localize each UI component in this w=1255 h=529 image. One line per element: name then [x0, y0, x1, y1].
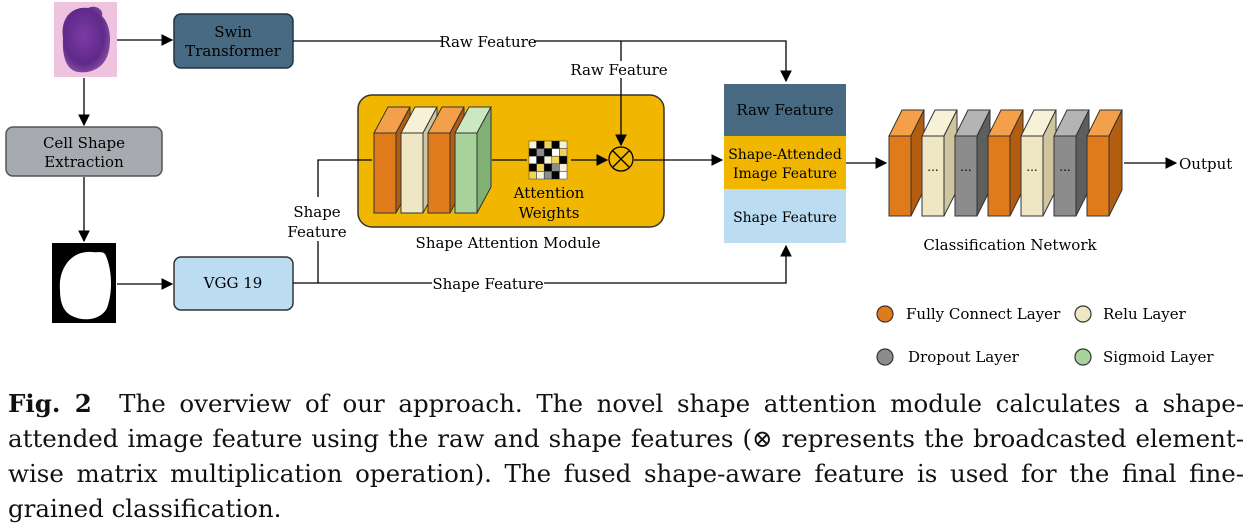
- legend-relu: Relu Layer: [1074, 305, 1187, 323]
- attention-cell: [559, 171, 568, 180]
- attention-cell: [559, 148, 568, 157]
- classifier-fc-layer-7: [1086, 109, 1123, 217]
- attention-weights-grid: [528, 140, 568, 180]
- attention-cell: [559, 155, 568, 165]
- layer-dots: ...: [960, 160, 971, 174]
- edge-label-shape-feature-side-2: Feature: [287, 223, 346, 241]
- figure-caption: Fig. 2 The overview of our approach. The…: [8, 386, 1244, 526]
- attention-cell: [551, 163, 560, 172]
- classification-network-label: Classification Network: [923, 236, 1097, 254]
- cell-shape-extraction-box: Cell Shape Extraction: [5, 126, 163, 177]
- legend-sigmoid-swatch: [1074, 348, 1092, 366]
- attention-cell: [528, 155, 537, 165]
- attention-cell: [528, 163, 537, 172]
- figure-number: Fig. 2: [8, 389, 92, 418]
- attention-cell: [536, 140, 545, 149]
- legend-relu-label: Relu Layer: [1103, 305, 1187, 323]
- attention-cell: [551, 155, 560, 165]
- attention-cell: [543, 140, 553, 149]
- cell-image: [54, 2, 117, 77]
- classifier-relu-layer-2: ...: [921, 109, 958, 217]
- output-label: Output: [1179, 155, 1232, 173]
- stack-raw-feature: Raw Feature: [736, 101, 833, 119]
- sam-label: Shape Attention Module: [416, 234, 601, 252]
- caption-text: The overview of our approach. The novel …: [8, 389, 1244, 523]
- legend-fc: Fully Connect Layer: [876, 305, 1061, 323]
- shape-mask-image: [52, 243, 116, 323]
- edge-shape-branch-to-sam: [317, 159, 372, 197]
- attention-weights-label: Attention: [513, 184, 585, 202]
- attention-cell: [551, 140, 560, 149]
- attention-cell: [528, 140, 537, 149]
- svg-text:Swin: Swin: [214, 23, 252, 41]
- attention-cell: [551, 148, 560, 157]
- edge-raw-to-stack: [534, 40, 792, 83]
- legend-sigmoid: Sigmoid Layer: [1074, 348, 1214, 366]
- attention-cell: [559, 163, 568, 172]
- attention-cell: [536, 148, 545, 157]
- layer-dots: ...: [1026, 160, 1037, 174]
- edge-label-shape-feature-bottom: Shape Feature: [432, 275, 543, 293]
- attention-cell: [536, 171, 545, 180]
- attention-weights-label-2: Weights: [519, 204, 580, 222]
- edges: [78, 34, 1178, 290]
- legend-dropout: Dropout Layer: [876, 348, 1020, 366]
- attention-cell: [536, 163, 545, 172]
- legend-fc-swatch: [876, 305, 894, 323]
- layer-dots: ...: [927, 160, 938, 174]
- svg-text:Transformer: Transformer: [185, 42, 281, 60]
- classifier-dropout-layer-3: ...: [954, 109, 991, 217]
- svg-text:Cell Shape: Cell Shape: [43, 134, 125, 152]
- vgg19-box: VGG 19: [173, 256, 294, 311]
- multiply-icon: [608, 146, 634, 172]
- legend-dropout-label: Dropout Layer: [908, 348, 1020, 366]
- edge-label-shape-feature-side: Shape: [293, 203, 340, 221]
- attention-cell: [543, 155, 553, 165]
- classifier-fc-layer-1: [888, 109, 925, 217]
- legend-sigmoid-label: Sigmoid Layer: [1103, 348, 1214, 366]
- svg-text:Extraction: Extraction: [44, 153, 124, 171]
- legend-fc-label: Fully Connect Layer: [906, 305, 1061, 323]
- attention-cell: [536, 155, 545, 165]
- layer-dots: ...: [1059, 160, 1070, 174]
- stack-shape-attended-feature: Shape-Attended: [728, 147, 842, 163]
- swin-transformer-box: Swin Transformer: [173, 13, 294, 69]
- attention-cell: [543, 163, 553, 172]
- edge-label-raw-feature-top: Raw Feature: [439, 33, 536, 51]
- classification-network: ............: [888, 109, 1123, 217]
- edge-label-raw-feature-down: Raw Feature: [570, 61, 667, 79]
- attention-cell: [559, 140, 568, 149]
- legend-dropout-swatch: [876, 348, 894, 366]
- legend: Fully Connect Layer Relu Layer Dropout L…: [876, 305, 1214, 366]
- classifier-relu-layer-5: ...: [1020, 109, 1057, 217]
- classifier-dropout-layer-6: ...: [1053, 109, 1090, 217]
- stack-shape-feature: Shape Feature: [733, 210, 837, 226]
- sam-layers: [373, 106, 492, 214]
- edge-shape-to-stack: [544, 244, 792, 284]
- overview-diagram: Swin Transformer Cell Shape Extraction V…: [5, 2, 1232, 366]
- classifier-fc-layer-4: [987, 109, 1024, 217]
- attention-cell: [528, 171, 537, 180]
- feature-stack: Raw Feature Shape-Attended Image Feature…: [724, 84, 846, 243]
- legend-relu-swatch: [1074, 305, 1092, 323]
- attention-cell: [543, 171, 553, 180]
- attention-cell: [543, 148, 553, 157]
- attention-cell: [551, 171, 560, 180]
- sam-sigmoid-layer: [454, 106, 492, 214]
- svg-text:VGG 19: VGG 19: [203, 274, 263, 292]
- attention-cell: [528, 148, 537, 157]
- stack-shape-attended-feature-2: Image Feature: [733, 166, 837, 182]
